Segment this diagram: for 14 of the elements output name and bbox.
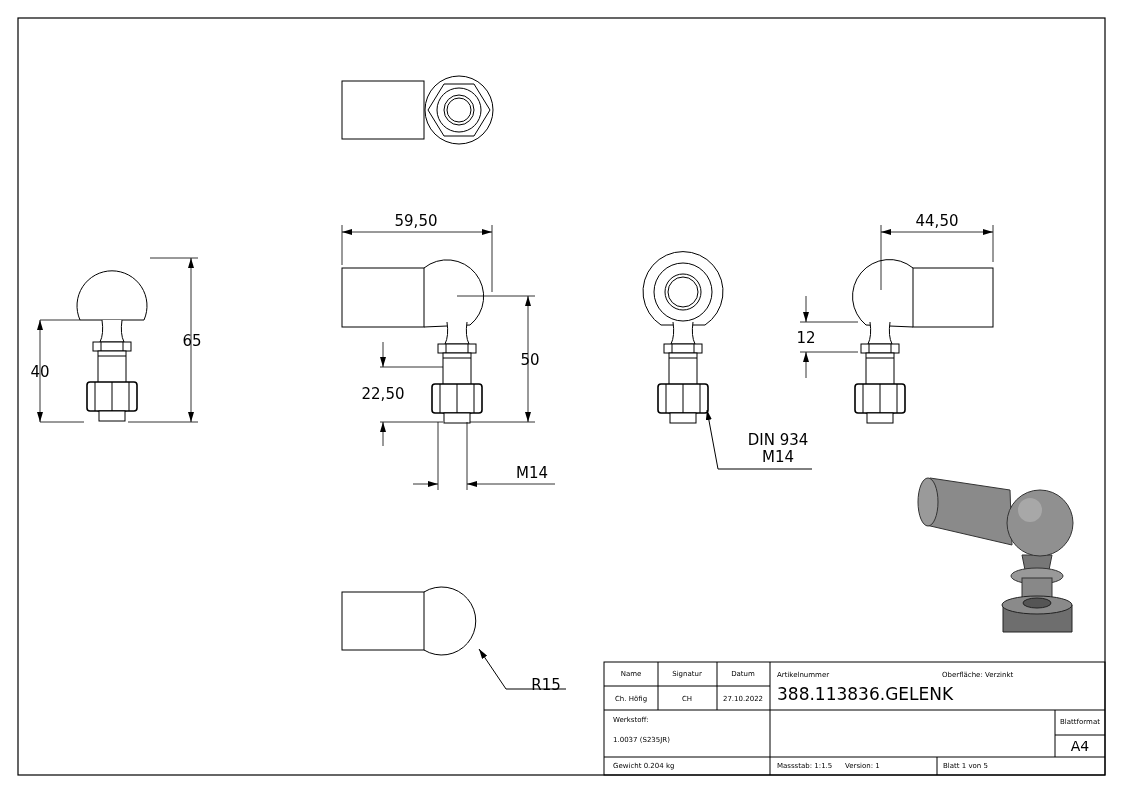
- leader-line: [478, 648, 567, 690]
- dimension-value: 50: [520, 351, 540, 369]
- leader-line: [705, 409, 813, 470]
- dimension-value: 12: [796, 329, 816, 347]
- dimension-value: 40: [30, 363, 50, 381]
- dimension-value: M14: [516, 464, 548, 482]
- article-number: 388.113836.GELENK: [777, 684, 954, 704]
- sheet-format: A4: [1070, 738, 1090, 754]
- dimension-value: 65: [182, 332, 202, 350]
- dimension-value: 44,50: [915, 212, 959, 230]
- dimension-value: 22,50: [361, 385, 405, 403]
- callout-label: DIN 934 M14: [740, 432, 816, 466]
- dimension-value: 59,50: [394, 212, 438, 230]
- callout-label: R15: [528, 677, 564, 694]
